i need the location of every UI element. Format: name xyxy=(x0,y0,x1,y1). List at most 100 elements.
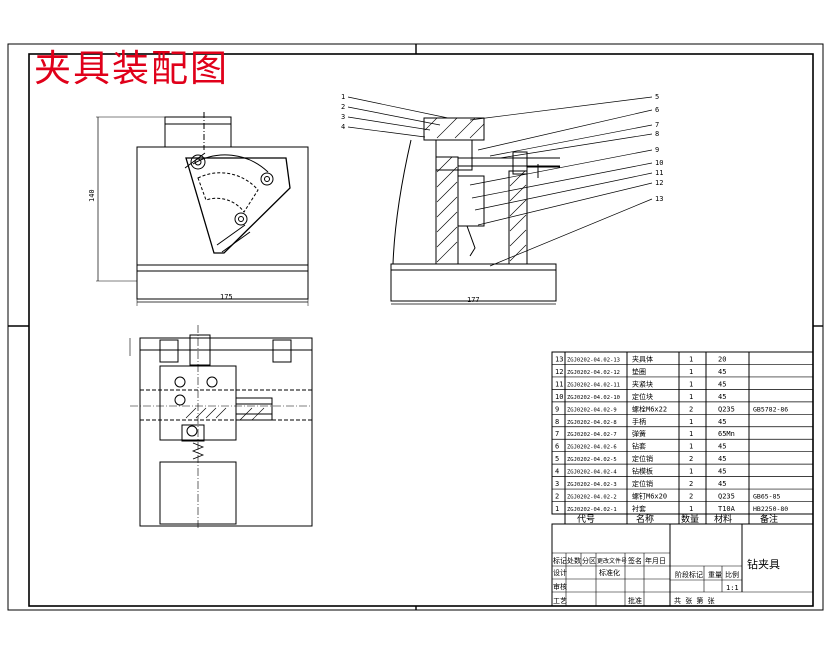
leader-11: 11 xyxy=(655,169,663,177)
bom-cell-code: ZGJ0202-04.02-13 xyxy=(567,357,620,363)
bom-cell-name: 手柄 xyxy=(632,417,646,426)
bom-grid xyxy=(551,351,814,524)
dim-side-width: 177 xyxy=(467,296,480,304)
leader-2: 2 xyxy=(341,103,345,111)
bom-cell-code: ZGJ0202-04.02-12 xyxy=(567,370,620,376)
bom-cell-no: 4 xyxy=(555,468,559,476)
top-view-hatching xyxy=(185,407,265,421)
bom-cell-mat: Q235 xyxy=(718,405,735,413)
bom-cell-qty: 1 xyxy=(689,355,693,363)
leader-1: 1 xyxy=(341,93,345,101)
bom-cell-no: 2 xyxy=(555,493,559,501)
bom-cell-name: 夹具体 xyxy=(632,354,653,363)
leader-6: 6 xyxy=(655,106,659,114)
bom-cell-no: 9 xyxy=(555,405,559,413)
bom-cell-code: ZGJ0202-04.02-3 xyxy=(567,482,617,488)
leader-lines xyxy=(347,96,653,267)
bom-cell-mat: 45 xyxy=(718,380,726,388)
bom-cell-mat: 20 xyxy=(718,355,726,363)
bom-cell-name: 钻模板 xyxy=(632,467,653,476)
bom-cell-name: 钻套 xyxy=(632,442,646,451)
bom-cell-name: 定位销 xyxy=(632,454,653,463)
bom-cell-mat: T10A xyxy=(718,505,736,513)
bom-cell-mat: 45 xyxy=(718,393,726,401)
bom-cell-qty: 2 xyxy=(689,455,693,463)
bom-cell-no: 11 xyxy=(555,380,563,388)
title-block-grid xyxy=(551,523,814,607)
bom-cell-code: ZGJ0202-04.02-8 xyxy=(567,420,617,426)
label-weight: 重量 xyxy=(708,571,722,579)
label-approve: 批准 xyxy=(628,596,642,605)
bom-header-mat: 材料 xyxy=(714,513,732,525)
dim-front-height: 140 xyxy=(88,189,96,202)
drawing-frame xyxy=(28,53,814,607)
front-view xyxy=(96,112,309,306)
rev-label-3: 分区 xyxy=(582,556,596,565)
title-block-text: 标记 处数 分区 更改文件号 签名 年月日 设计 标准化 阶段标记 重量 比例 … xyxy=(553,556,739,605)
dim-front-width: 175 xyxy=(220,293,233,301)
rev-label-4: 更改文件号 xyxy=(597,557,627,565)
bom-cell-code: ZGJ0202-04.02-10 xyxy=(567,395,620,401)
label-review: 审核 xyxy=(553,582,567,591)
scale-value: 1:1 xyxy=(726,584,739,592)
leader-4: 4 xyxy=(341,123,345,131)
bom-cell-no: 8 xyxy=(555,418,559,426)
rev-label-5: 签名 xyxy=(628,556,642,565)
bom-cell-no: 13 xyxy=(555,355,563,363)
bom-cell-mat: 45 xyxy=(718,468,726,476)
bom-cell-name: 螺栓M6x22 xyxy=(632,404,667,413)
bom-cell-no: 10 xyxy=(555,393,563,401)
bom-cell-name: 夹紧块 xyxy=(632,379,653,388)
bom-cell-code: ZGJ0202-04.02-7 xyxy=(567,432,617,438)
label-std: 标准化 xyxy=(599,568,620,577)
bom-cell-qty: 2 xyxy=(689,493,693,501)
bom-cell-qty: 1 xyxy=(689,468,693,476)
bom-cell-code: ZGJ0202-04.02-4 xyxy=(567,470,617,476)
trim-border xyxy=(7,43,824,611)
bom-cell-name: 定位销 xyxy=(632,479,653,488)
bom-cell-qty: 1 xyxy=(689,393,693,401)
bom-cell-name: 定位块 xyxy=(632,392,653,401)
label-scale: 比例 xyxy=(725,570,739,579)
bom-cell-qty: 1 xyxy=(689,443,693,451)
label-design: 设计 xyxy=(553,568,567,577)
drawing-name: 钻夹具 xyxy=(747,557,780,571)
rev-label-2: 处数 xyxy=(567,556,581,565)
top-view xyxy=(129,325,313,530)
leader-3: 3 xyxy=(341,113,345,121)
sheet-count: 共 张 第 张 xyxy=(674,596,715,605)
part-numbers-side: 1 2 3 4 5 6 7 8 9 10 11 12 13 xyxy=(341,93,663,203)
bom-cell-note: GB65-85 xyxy=(753,493,780,501)
label-process: 工艺 xyxy=(553,597,567,605)
bom-cell-no: 1 xyxy=(555,505,559,513)
bom-cell-mat: 45 xyxy=(718,480,726,488)
bom-cell-note: HB2250-80 xyxy=(753,505,788,513)
bom-cell-no: 12 xyxy=(555,368,563,376)
rev-label-6: 年月日 xyxy=(645,556,666,565)
bom-cell-mat: 45 xyxy=(718,418,726,426)
bom-cell-qty: 1 xyxy=(689,368,693,376)
bom-cell-mat: 45 xyxy=(718,455,726,463)
rev-label-1: 标记 xyxy=(553,556,567,565)
bom-cell-qty: 2 xyxy=(689,480,693,488)
bom-header-name: 名称 xyxy=(636,513,654,525)
leader-9: 9 xyxy=(655,146,659,154)
bom-header-note: 备注 xyxy=(760,513,778,525)
bom-cell-no: 6 xyxy=(555,443,559,451)
bom-cell-code: ZGJ0202-04.02-6 xyxy=(567,445,617,451)
bom-cell-name: 螺钉M6x20 xyxy=(632,492,667,501)
drawing-title: 夹具装配图 xyxy=(34,47,229,90)
bom-cell-no: 3 xyxy=(555,480,559,488)
bom-cell-name: 衬套 xyxy=(632,504,646,513)
bom-cell-note: GB5782-86 xyxy=(753,405,788,413)
bom-cell-qty: 1 xyxy=(689,430,693,438)
bom-cell-mat: 45 xyxy=(718,443,726,451)
bom-cell-qty: 2 xyxy=(689,405,693,413)
leader-10: 10 xyxy=(655,159,663,167)
bom-cell-mat: 45 xyxy=(718,368,726,376)
leader-7: 7 xyxy=(655,121,659,129)
leader-5: 5 xyxy=(655,93,659,101)
